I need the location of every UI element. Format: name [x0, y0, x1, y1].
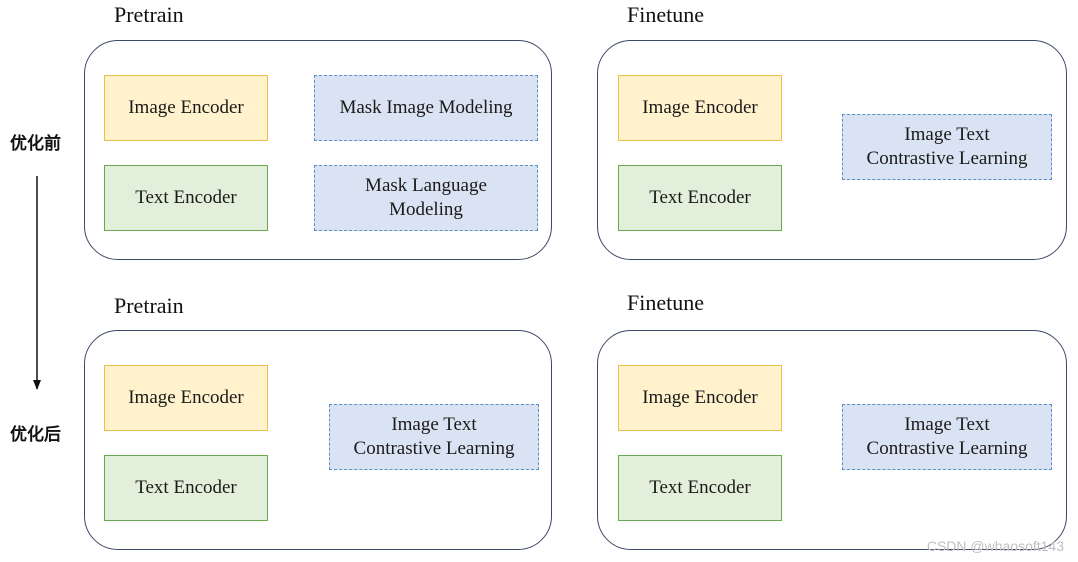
bottom-pretrain-task-line2: Contrastive Learning [353, 438, 515, 459]
bottom-pretrain-text-encoder-label: Text Encoder [135, 477, 237, 498]
top-finetune-task-line2: Contrastive Learning [866, 148, 1028, 169]
top-pretrain-text-encoder-label: Text Encoder [135, 187, 237, 208]
top-finetune-text-encoder-label: Text Encoder [649, 187, 751, 208]
bottom-pretrain-title: Pretrain [114, 293, 184, 318]
top-pretrain-mim-task: Mask Image Modeling [314, 75, 538, 141]
top-pretrain-mlm-label-line1: Mask Language [365, 175, 487, 196]
top-pretrain-image-encoder-label: Image Encoder [128, 97, 244, 118]
bottom-finetune-title: Finetune [627, 290, 704, 315]
top-pretrain-text-encoder: Text Encoder [104, 165, 268, 231]
top-finetune-contrastive-task: Image Text Contrastive Learning [842, 114, 1052, 180]
bottom-pretrain-image-encoder: Image Encoder [104, 365, 268, 431]
bottom-finetune-text-encoder: Text Encoder [618, 455, 782, 521]
top-pretrain-mim-label: Mask Image Modeling [339, 97, 513, 118]
top-finetune-text-encoder: Text Encoder [618, 165, 782, 231]
watermark: CSDN @whaosoft143 [926, 538, 1064, 554]
bottom-pretrain-text-encoder: Text Encoder [104, 455, 268, 521]
bottom-pretrain-task-line1: Image Text [391, 414, 477, 435]
top-pretrain-mlm-task: Mask Language Modeling [314, 165, 538, 231]
top-pretrain-image-encoder: Image Encoder [104, 75, 268, 141]
top-finetune-task-line1: Image Text [904, 124, 990, 145]
bottom-finetune-text-encoder-label: Text Encoder [649, 477, 751, 498]
bottom-finetune-contrastive-task: Image Text Contrastive Learning [842, 404, 1052, 470]
bottom-pretrain-image-encoder-label: Image Encoder [128, 387, 244, 408]
top-finetune-image-encoder: Image Encoder [618, 75, 782, 141]
top-finetune-title: Finetune [627, 2, 704, 27]
bottom-finetune-task-line2: Contrastive Learning [866, 438, 1028, 459]
bottom-finetune-task-line1: Image Text [904, 414, 990, 435]
top-finetune-image-encoder-label: Image Encoder [642, 97, 758, 118]
top-pretrain-mlm-label-line2: Modeling [389, 199, 463, 220]
top-pretrain-title: Pretrain [114, 2, 184, 27]
after-label: 优化后 [10, 425, 61, 445]
before-label: 优化前 [10, 134, 61, 154]
bottom-pretrain-contrastive-task: Image Text Contrastive Learning [329, 404, 539, 470]
bottom-finetune-image-encoder: Image Encoder [618, 365, 782, 431]
bottom-finetune-image-encoder-label: Image Encoder [642, 387, 758, 408]
